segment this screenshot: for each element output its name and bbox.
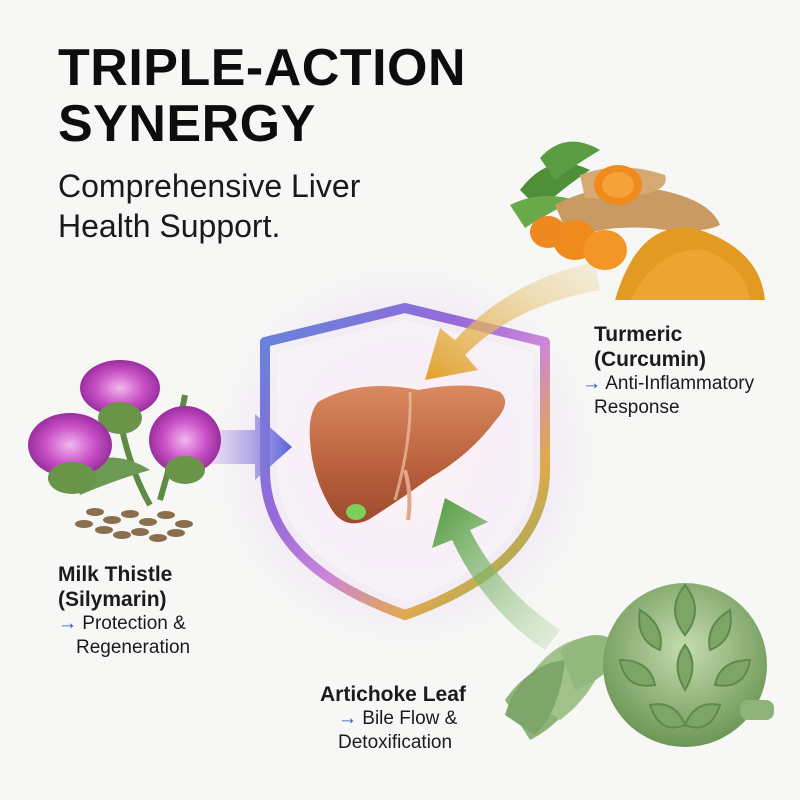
- page-title: TRIPLE-ACTION SYNERGY: [58, 40, 466, 152]
- turmeric-benefit-line-2: Response: [594, 397, 680, 418]
- arrow-right-icon: →: [58, 613, 77, 634]
- subtitle-line-2: Health Support.: [58, 208, 281, 244]
- artichoke-name-line-1: Artichoke Leaf: [320, 683, 466, 706]
- turmeric-benefit-line-1: Anti-Inflammatory: [605, 373, 755, 394]
- title-line-2: SYNERGY: [58, 95, 316, 153]
- turmeric-name-line-2: (Curcumin): [594, 348, 706, 371]
- milk-thistle-name-line-2: (Silymarin): [58, 588, 167, 611]
- milk-thistle-name-line-1: Milk Thistle: [58, 563, 173, 586]
- turmeric-label: Turmeric (Curcumin) → Anti-Inflammatory …: [582, 322, 787, 420]
- arrow-right-icon: →: [582, 373, 601, 394]
- milk-thistle-benefit-line-2: Regeneration: [76, 637, 191, 658]
- artichoke-illustration: [505, 583, 774, 747]
- artichoke-benefit-line-1: Bile Flow &: [362, 708, 458, 729]
- liver-icon: [309, 385, 506, 524]
- title-line-1: TRIPLE-ACTION: [58, 39, 467, 97]
- milk-thistle-label: Milk Thistle (Silymarin) → Protection & …: [58, 562, 258, 660]
- subtitle-line-1: Comprehensive Liver: [58, 168, 361, 204]
- arrow-right-icon: →: [338, 708, 357, 729]
- milk-thistle-illustration: [28, 360, 221, 542]
- turmeric-name-line-1: Turmeric: [594, 323, 683, 346]
- milk-thistle-benefit-line-1: Protection &: [82, 613, 186, 634]
- artichoke-benefit-line-2: Detoxification: [338, 732, 453, 753]
- shield-icon: [260, 303, 550, 620]
- turmeric-illustration: [510, 141, 765, 300]
- page-subtitle: Comprehensive Liver Health Support.: [58, 166, 360, 246]
- artichoke-label: Artichoke Leaf → Bile Flow & Detoxificat…: [320, 682, 520, 755]
